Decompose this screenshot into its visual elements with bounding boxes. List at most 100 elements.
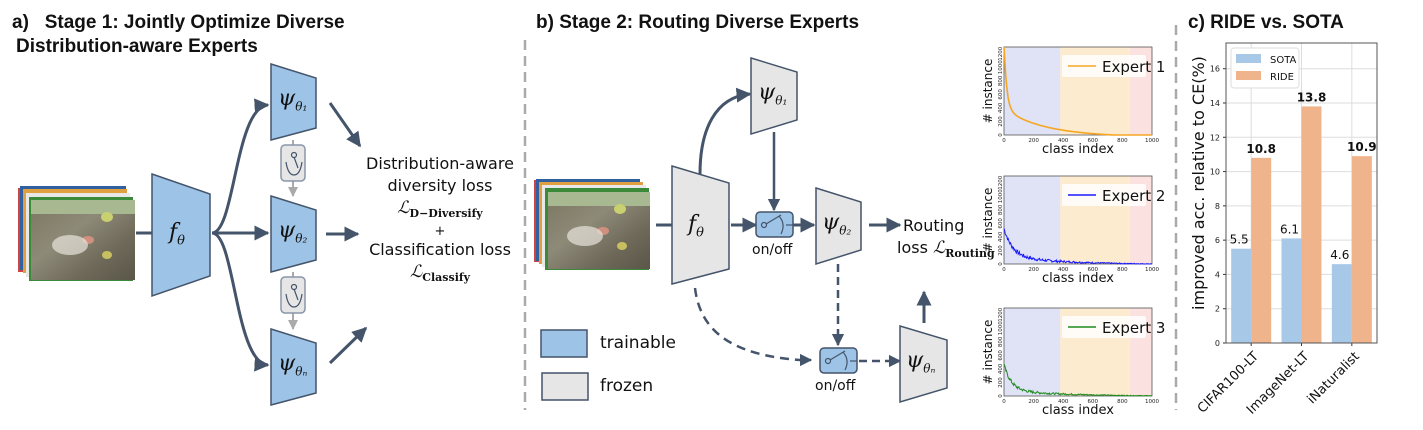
x-tick-label: 400 xyxy=(1058,267,1069,273)
plot-frame xyxy=(1003,175,1153,265)
expert-2-label-b: ψθ₂ xyxy=(822,210,852,238)
x-axis-label: class index xyxy=(1042,271,1114,286)
x-tick-label: 600 xyxy=(1088,267,1099,273)
y-tick-label: 1000 xyxy=(998,321,1004,335)
y-tick-label: 400 xyxy=(998,231,1004,242)
y-tick-label: 400 xyxy=(998,363,1004,374)
y-tick-label: 1200 xyxy=(998,46,1004,60)
legend-label: Expert 3 xyxy=(1102,319,1165,337)
y-axis-label: # instance xyxy=(981,188,995,253)
x-tick-label: 800 xyxy=(1117,399,1128,405)
y-tick-label: 800 xyxy=(998,204,1004,215)
classify-loss-symbol: ℒClassify xyxy=(410,262,470,285)
legend-box xyxy=(1062,316,1146,338)
y-axis-label: # instance xyxy=(981,59,995,124)
expert-n-label-b: ψθₙ xyxy=(906,348,936,376)
y-tick-label: 4 xyxy=(1215,270,1220,279)
switch-1-label: on/off xyxy=(752,242,793,258)
x-tick-label: 600 xyxy=(1088,399,1099,405)
backbone-f-theta-b xyxy=(671,164,730,285)
legend-frozen-swatch xyxy=(541,372,589,401)
y-tick-label: 14 xyxy=(1210,99,1220,108)
region-many xyxy=(1004,47,1061,135)
x-tick-label: 400 xyxy=(1058,399,1069,405)
bar-sota xyxy=(1281,238,1302,343)
expert-1-label-b: ψθ₁ xyxy=(758,80,788,108)
legend-label: Expert 2 xyxy=(1102,187,1165,205)
distribution-line xyxy=(1003,363,1153,397)
data-label: 4.6 xyxy=(1330,248,1349,262)
legend-swatch-sota xyxy=(1236,54,1261,63)
y-tick-label: 600 xyxy=(998,218,1004,229)
x-tick-label: 200 xyxy=(1028,267,1039,273)
legend-box xyxy=(1062,184,1146,206)
y-tick-label: 1200 xyxy=(998,175,1004,189)
routing-loss-text: Routing loss ℒRouting xyxy=(897,215,995,265)
y-tick-label: 10 xyxy=(1210,168,1220,177)
bar-sota xyxy=(1231,248,1252,343)
bar-sota xyxy=(1331,264,1352,343)
y-tick-label: 1200 xyxy=(998,307,1004,321)
y-tick-label: 200 xyxy=(998,245,1004,256)
plot-frame xyxy=(1003,46,1153,136)
y-tick-label: 600 xyxy=(998,89,1004,100)
legend-swatch-ride xyxy=(1236,71,1261,80)
x-tick-label: 1000 xyxy=(1145,138,1159,144)
x-tick-label: iNaturalist xyxy=(1305,349,1363,407)
loss-plus: + xyxy=(434,224,446,240)
input-images-b xyxy=(534,179,650,270)
x-axis-label: class index xyxy=(1042,142,1114,157)
routing-line-2: loss ℒRouting xyxy=(897,238,995,261)
y-tick-label: 8 xyxy=(1215,202,1220,211)
backbone-label-b: fθ xyxy=(688,212,704,241)
expert-2-a xyxy=(270,194,317,273)
region-many xyxy=(1004,176,1061,264)
expert-1-label-a: ψθ₁ xyxy=(278,86,308,114)
legend-trainable-swatch xyxy=(540,329,588,358)
panel-c-title: c) RIDE vs. SOTA xyxy=(1188,12,1344,33)
x-tick-label: 200 xyxy=(1028,138,1039,144)
expert-2-b xyxy=(815,186,862,266)
switch-2-a xyxy=(280,272,306,330)
plot-frame xyxy=(1225,42,1378,344)
x-tick-label: 200 xyxy=(1028,399,1039,405)
x-tick-label: 1000 xyxy=(1145,399,1159,405)
stage1-loss-text: Distribution-aware diversity loss ℒD−Div… xyxy=(355,153,525,289)
bar-ride xyxy=(1301,106,1322,343)
data-label: 13.8 xyxy=(1297,90,1327,104)
expert-n-label-a: ψθₙ xyxy=(278,351,308,379)
legend-trainable-label: trainable xyxy=(600,333,676,353)
loss-line-4: Classification loss xyxy=(369,240,511,260)
x-tick-label: 0 xyxy=(1002,138,1006,144)
y-tick-label: 2 xyxy=(1215,305,1220,314)
y-axis-label: improved acc. relative to CE(%) xyxy=(1189,56,1208,310)
panel-a-title-line2: Distribution-aware Experts xyxy=(16,36,258,57)
y-tick-label: 800 xyxy=(998,336,1004,347)
x-tick-label: 600 xyxy=(1088,138,1099,144)
y-tick-label: 1000 xyxy=(998,189,1004,203)
loss-line-2: diversity loss xyxy=(387,176,493,195)
diversify-loss-symbol: ℒD−Diversify xyxy=(397,198,483,221)
backbone-label-a: fθ xyxy=(169,220,185,249)
x-axis-label: class index xyxy=(1042,403,1114,418)
input-images-a xyxy=(18,186,135,281)
data-label: 10.8 xyxy=(1246,142,1276,156)
y-tick-label: 0 xyxy=(1215,339,1220,348)
bar-ride xyxy=(1351,156,1372,343)
expert-1-a xyxy=(270,62,317,141)
routing-line-1: Routing xyxy=(903,216,965,235)
region-many xyxy=(1004,308,1061,396)
y-tick-label: 600 xyxy=(998,350,1004,361)
expert-2-label-a: ψθ₂ xyxy=(278,218,308,246)
legend-box xyxy=(1062,55,1146,77)
plot-frame xyxy=(1003,307,1153,397)
x-tick-label: 0 xyxy=(1002,267,1006,273)
x-tick-label: 1000 xyxy=(1145,267,1159,273)
legend-label-ride: RIDE xyxy=(1270,72,1294,83)
data-label: 6.1 xyxy=(1280,222,1299,236)
bar-ride xyxy=(1251,157,1272,343)
